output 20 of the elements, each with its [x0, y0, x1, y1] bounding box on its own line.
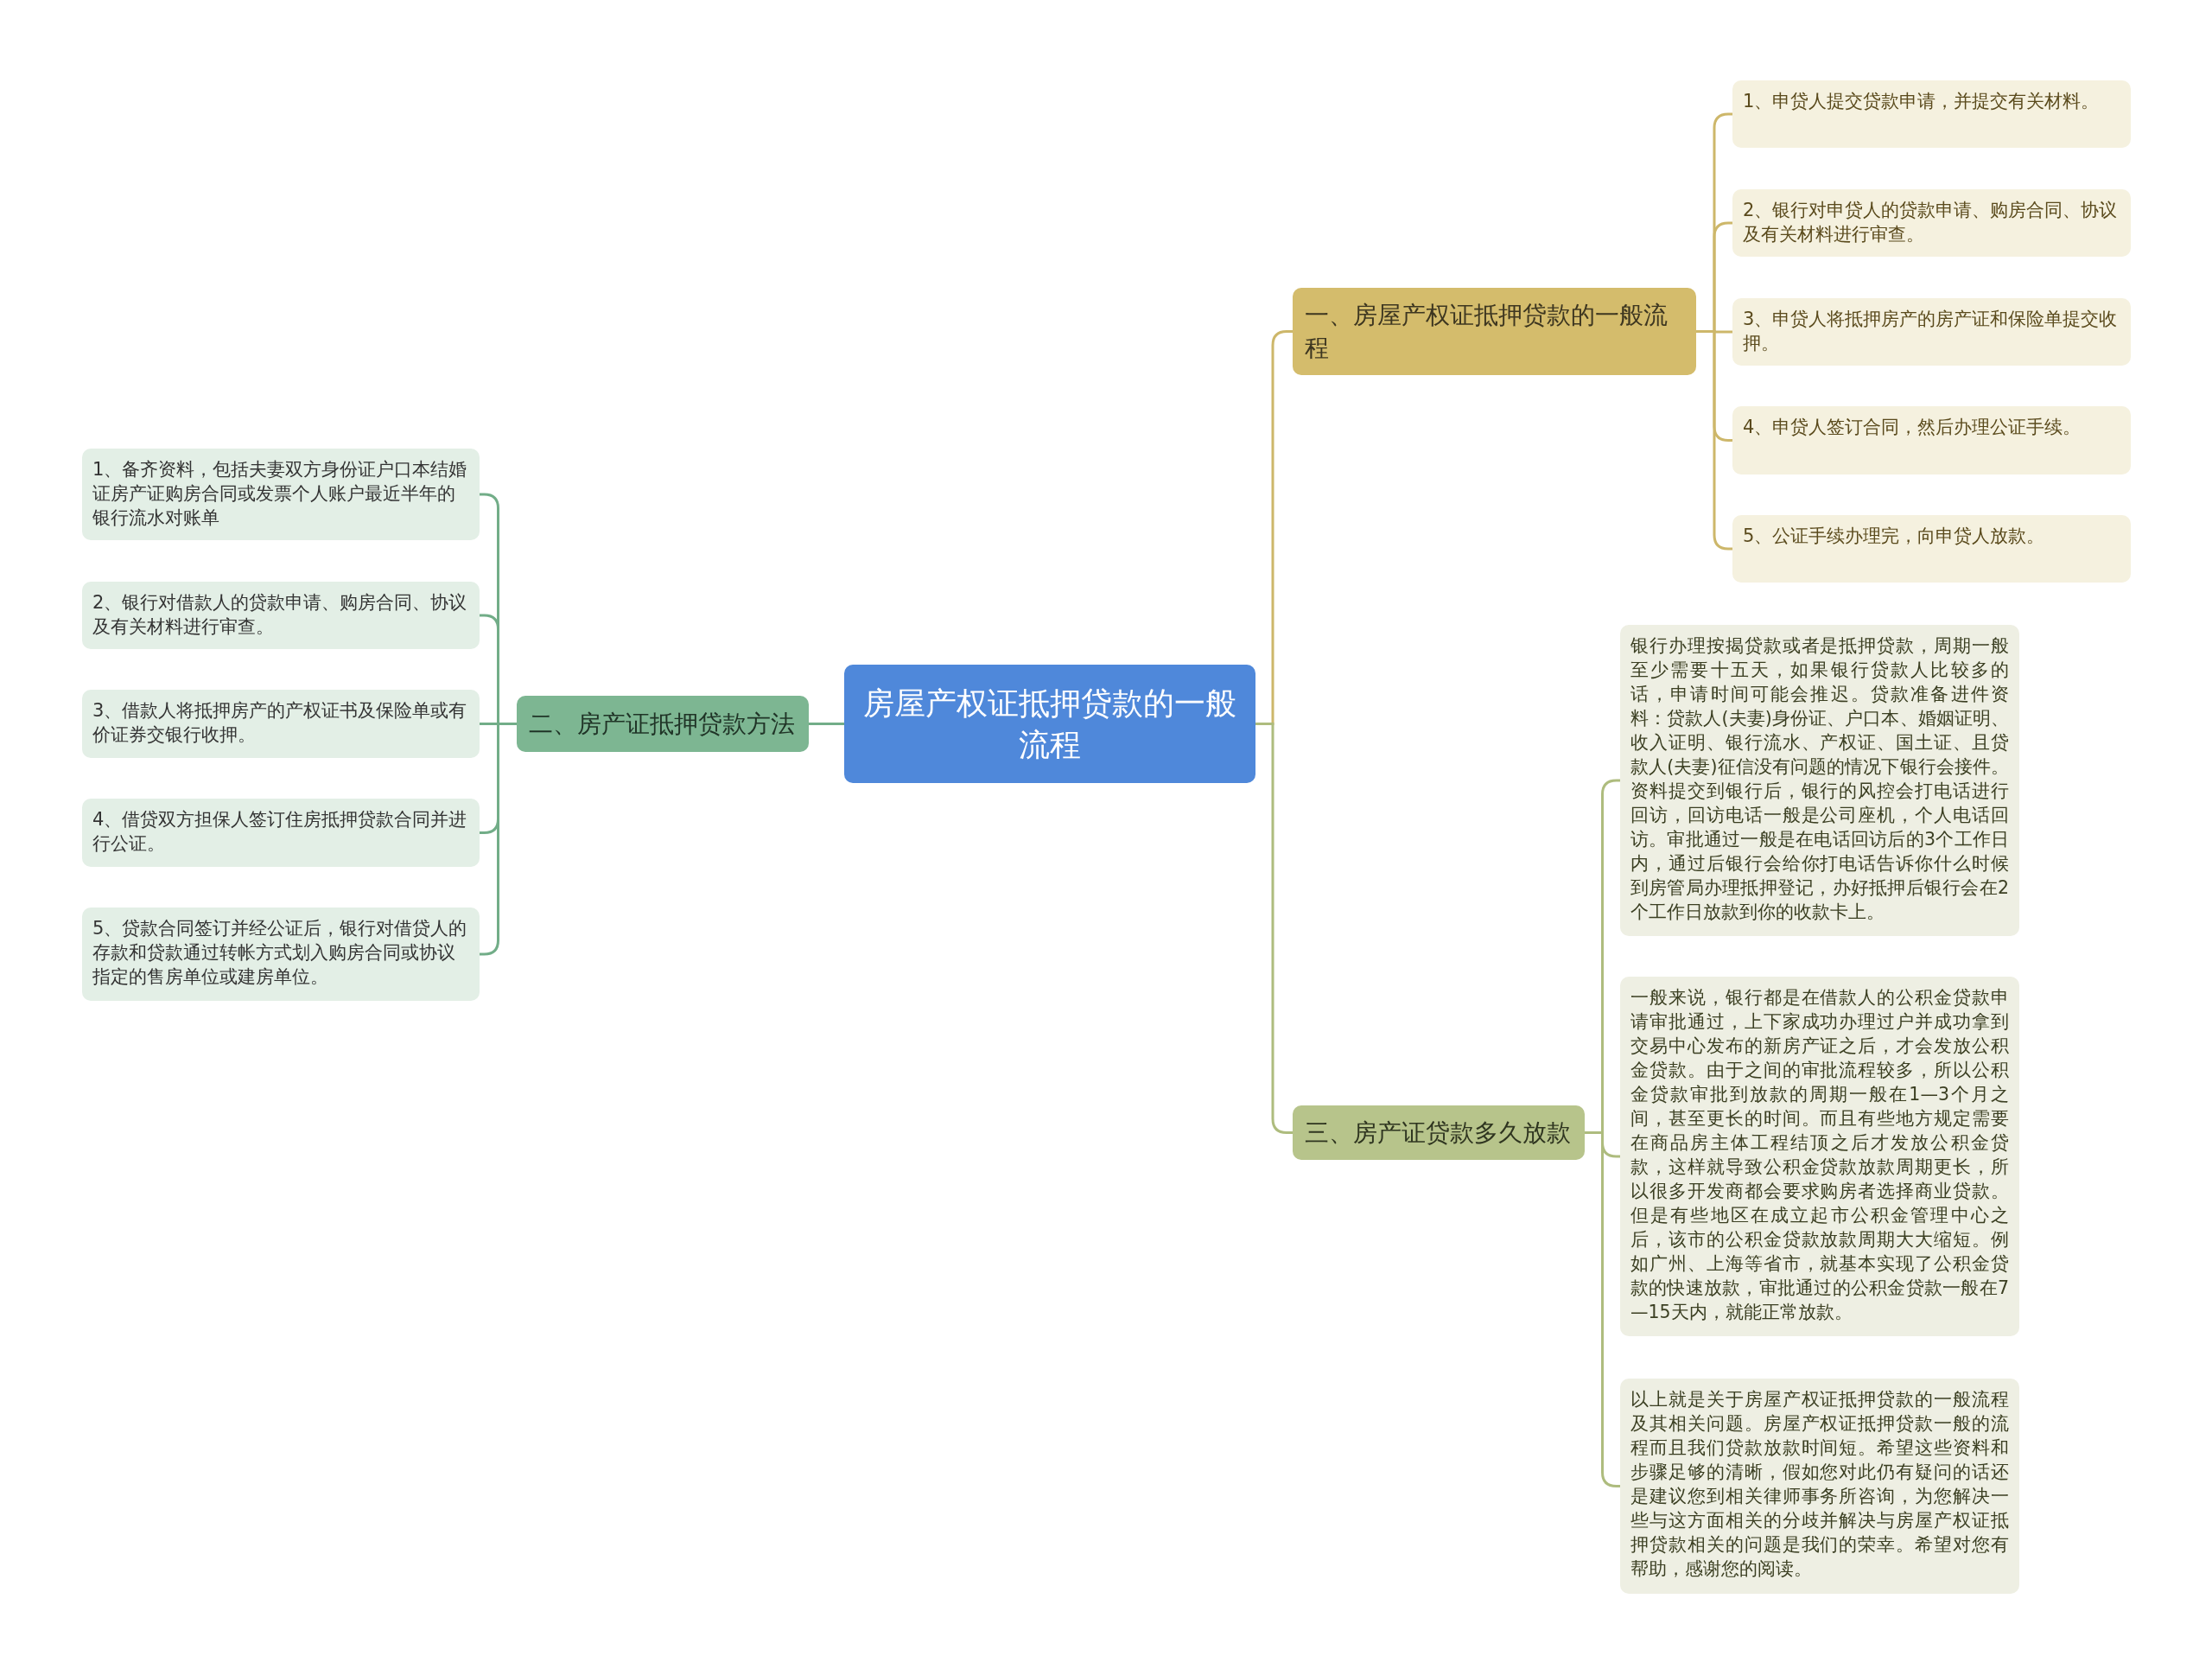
step-box: 3、申贷人将抵押房产的房产证和保险单提交收押。 [1732, 298, 2131, 366]
connector-line [809, 723, 844, 725]
step-box: 2、银行对借款人的贷款申请、购房合同、协议及有关材料进行审查。 [82, 582, 480, 649]
step-box: 4、借贷双方担保人签订住房抵押贷款合同并进行公证。 [82, 799, 480, 867]
note-box: 银行办理按揭贷款或者是抵押贷款，周期一般至少需要十五天，如果银行贷款人比较多的话，申请时间可能会推迟。贷款准备进件资料：贷款人(夫妻)身份证、户口本、婚姻证明、收入证明、银行流水、产权证、国土证、且贷款人(夫妻)征信没有问题的情况下银行会接件。资料提交到银行后，银行的风控会打电话进行回访，回访电话一般是公司座机，个人电话回访。审批通过一般是在电话回访后的3个工作日内，通过后银行会给你打电话告诉你什么时候到房管局办理抵押登记，办好抵押后银行会在2个工作日放款到你的收款卡上。 [1620, 625, 2019, 936]
step-box: 5、贷款合同签订并经公证后，银行对借贷人的存款和贷款通过转帐方式划入购房合同或协议指定的售房单位或建房单位。 [82, 908, 480, 1001]
topic-box: 二、房产证抵押贷款方法 [517, 696, 809, 752]
note-box: 以上就是关于房屋产权证抵押贷款的一般流程及其相关问题。房屋产权证抵押贷款一般的流程而且我们贷款放款时间短。希望这些资料和步骤足够的清晰，假如您对此仍有疑问的话还是建议您到相关律师事务所咨询，为您解决一些与这方面相关的分歧并解决与房屋产权证抵押贷款相关的问题是我们的荣幸。希望对您有帮助，感谢您的阅读。 [1620, 1379, 2019, 1594]
step-box: 5、公证手续办理完，向申贷人放款。 [1732, 515, 2131, 583]
step-box: 3、借款人将抵押房产的产权证书及保险单或有价证券交银行收押。 [82, 690, 480, 758]
note-box: 一般来说，银行都是在借款人的公积金贷款申请审批通过，上下家成功办理过户并成功拿到交易中心发布的新房产证之后，才会发放公积金贷款。由于之间的审批流程较多，所以公积金贷款审批到放款的周期一般在1—3个月之间，甚至更长的时间。而且有些地方规定需要在商品房主体工程结顶之后才发放公积金贷款，这样就导致公积金贷款放款周期更长，所以很多开发商都会要求购房者选择商业贷款。但是有些地区在成立起市公积金管理中心之后，该市的公积金贷款放款周期大大缩短。例如广州、上海等省市，就基本实现了公积金贷款的快速放款，审批通过的公积金贷款一般在7—15天内，就能正常放款。 [1620, 977, 2019, 1336]
topic-box: 一、房屋产权证抵押贷款的一般流程 [1293, 288, 1696, 375]
step-box: 1、申贷人提交贷款申请，并提交有关材料。 [1732, 80, 2131, 148]
step-box: 4、申贷人签订合同，然后办理公证手续。 [1732, 406, 2131, 474]
connector-line [1696, 330, 1732, 551]
connector-line [1585, 1131, 1620, 1487]
step-box: 2、银行对申贷人的贷款申请、购房合同、协议及有关材料进行审查。 [1732, 189, 2131, 257]
central-topic-box: 房屋产权证抵押贷款的一般流程 [844, 665, 1255, 783]
topic-box: 三、房产证贷款多久放款 [1293, 1105, 1585, 1160]
step-box: 1、备齐资料，包括夫妻双方身份证户口本结婚证房产证购房合同或发票个人账户最近半年的银行流水对账单 [82, 449, 480, 540]
